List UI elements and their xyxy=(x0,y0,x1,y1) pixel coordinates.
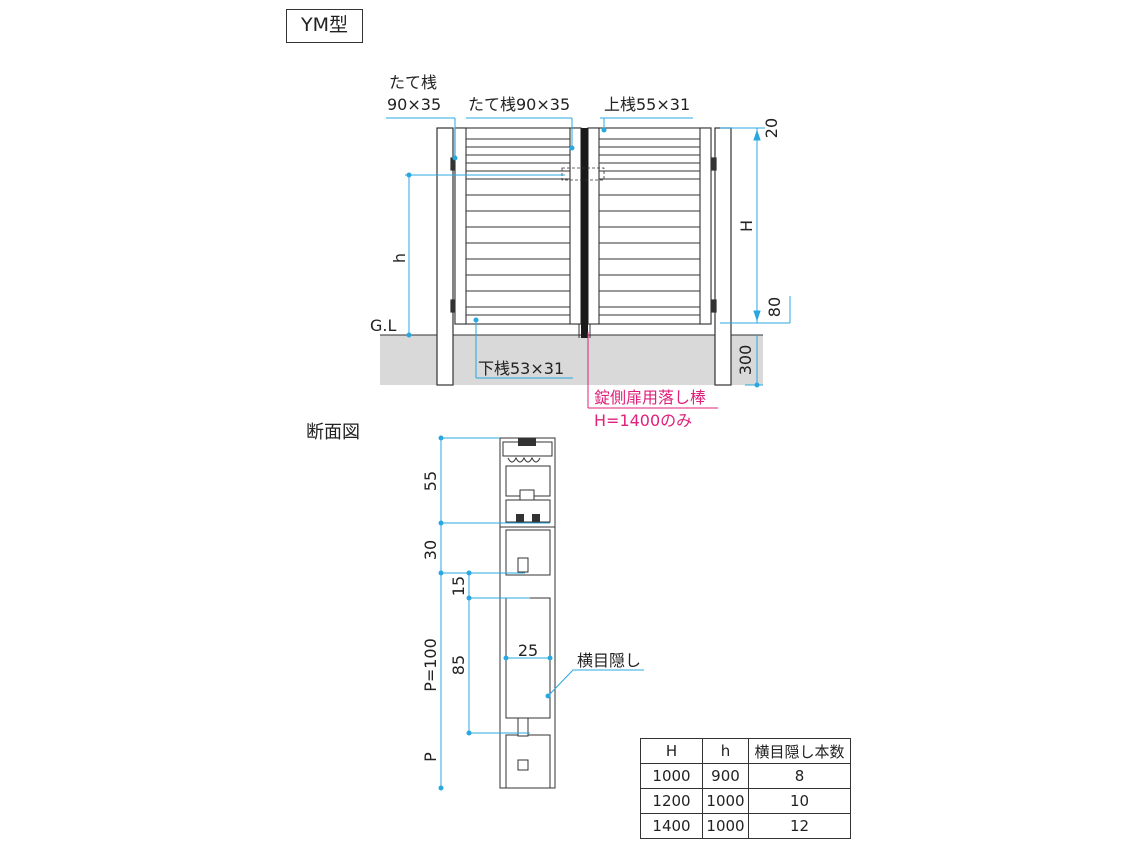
page-title: YM型 xyxy=(286,9,363,43)
label-yokome: 横目隠し xyxy=(577,651,641,670)
table-cell: 10 xyxy=(748,788,851,814)
label-80: 80 xyxy=(765,297,784,317)
label-20: 20 xyxy=(762,118,781,138)
cross-section-profile xyxy=(499,437,556,789)
section-dim-25: 25 xyxy=(518,641,538,660)
section-dim-p100: P=100 xyxy=(421,638,440,692)
table-row: 1400 1000 12 xyxy=(640,813,851,839)
section-dim-85: 85 xyxy=(449,655,468,675)
latch-outline xyxy=(561,167,605,181)
table-header-count: 横目隠し本数 xyxy=(748,738,851,764)
drop-rod-leader xyxy=(587,332,718,409)
center-drop-rod xyxy=(581,128,588,338)
section-dim-55: 55 xyxy=(421,471,440,491)
label-gl: G.L xyxy=(370,316,396,335)
dimension-lines xyxy=(386,117,791,388)
right-post xyxy=(710,127,732,386)
label-uwazan: 上桟55×31 xyxy=(604,95,690,114)
table-cell: 12 xyxy=(748,813,851,839)
label-center-tatezan: たて桟90×35 xyxy=(468,95,570,114)
section-dimension-lines xyxy=(438,435,644,791)
left-post xyxy=(436,127,456,386)
table-cell: 1000 xyxy=(702,788,749,814)
label-side-tatezan-2: 90×35 xyxy=(387,95,441,114)
label-300: 300 xyxy=(736,345,755,376)
table-cell: 8 xyxy=(748,763,851,789)
right-door-leaf xyxy=(587,127,712,325)
spec-table: H h 横目隠し本数 1000 900 8 1200 1000 10 1400 … xyxy=(640,738,851,839)
table-header-h: h xyxy=(702,738,749,764)
table-cell: 900 xyxy=(702,763,749,789)
label-side-tatezan-1: たて桟 xyxy=(389,73,437,92)
left-door-leaf xyxy=(454,127,582,325)
table-cell: 1000 xyxy=(702,813,749,839)
section-dim-15: 15 xyxy=(449,576,468,596)
section-label: 断面図 xyxy=(306,422,360,443)
section-dim-30: 30 xyxy=(421,540,440,560)
label-h: h xyxy=(390,253,409,263)
label-shitazan: 下桟53×31 xyxy=(478,359,564,378)
table-row: 1200 1000 10 xyxy=(640,788,851,814)
table-header-row: H h 横目隠し本数 xyxy=(640,738,851,764)
label-otoshibou-1: 錠側扉用落し棒 xyxy=(594,388,706,407)
label-otoshibou-2: H=1400のみ xyxy=(594,411,692,430)
table-row: 1000 900 8 xyxy=(640,763,851,789)
table-header-H: H xyxy=(640,738,703,764)
table-cell: 1200 xyxy=(640,788,703,814)
table-cell: 1400 xyxy=(640,813,703,839)
table-cell: 1000 xyxy=(640,763,703,789)
section-dim-p: P xyxy=(421,752,440,762)
label-H: H xyxy=(737,220,756,232)
